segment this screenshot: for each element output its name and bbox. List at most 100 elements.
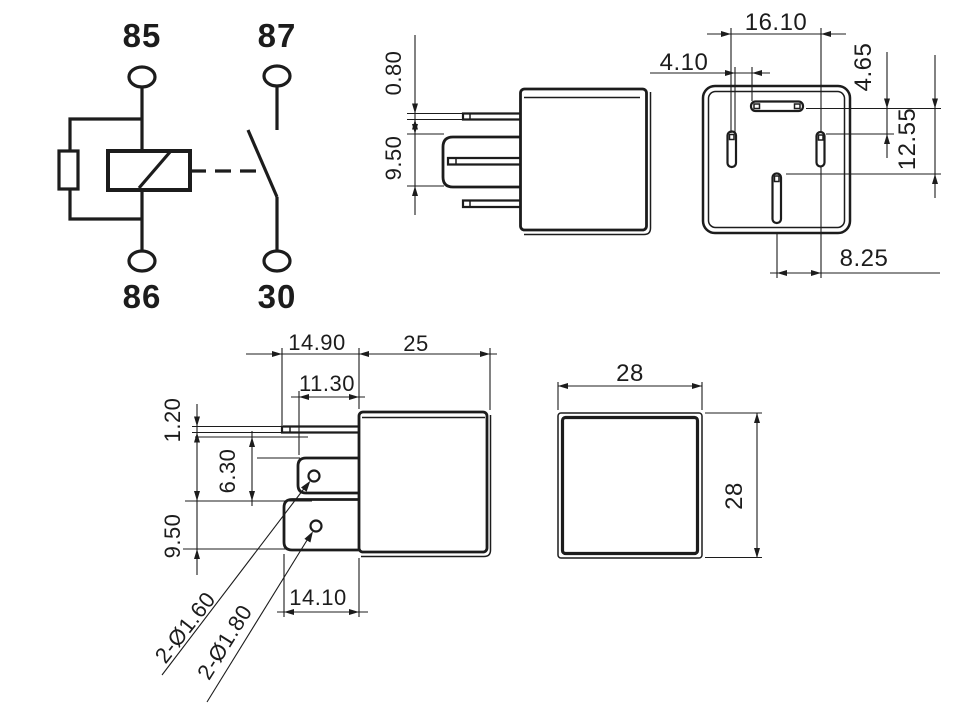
slot-bottom-tip (773, 175, 780, 183)
arrow (821, 31, 831, 37)
ext-lines-4-10 (734, 67, 753, 133)
dim-label-8-25: 8.25 (840, 245, 889, 272)
leader-arrow (304, 531, 313, 543)
slot-coil-top-tip-right (793, 103, 801, 110)
tab-hole-upper (307, 469, 321, 483)
arrow (194, 416, 200, 427)
ext-lines-4-65 (806, 107, 941, 135)
relay-front-view: 28 28 (557, 360, 762, 559)
detail-pin-top (280, 425, 359, 434)
arrow (558, 383, 568, 389)
arrow (412, 103, 418, 114)
terminal-86-circle (127, 249, 157, 273)
arrow (412, 124, 418, 134)
front-body-inner (560, 415, 700, 556)
arrow (884, 134, 890, 144)
detail-body-outline (357, 410, 489, 554)
dim-label-11-30: 11.30 (299, 371, 355, 396)
detail-tab-lower (282, 498, 359, 552)
side-pin-top (461, 112, 521, 121)
arrow (194, 491, 200, 501)
arrow (284, 609, 294, 615)
dim-label-25: 25 (403, 331, 428, 356)
leader-arrow (301, 480, 311, 492)
ext-lines-14-10 (283, 554, 360, 617)
leader-line-lower-hole (206, 536, 310, 703)
ext-lines-28-right (705, 412, 762, 559)
arrow (721, 31, 731, 37)
arrow (692, 383, 702, 389)
arrow (249, 491, 255, 501)
slot-right-tip (817, 134, 824, 141)
slot-left (726, 130, 738, 169)
slot-left-tip (728, 133, 735, 141)
arrow (272, 351, 282, 357)
dim-label-14-90: 14.90 (288, 330, 346, 355)
terminal-85-circle (127, 65, 157, 89)
arrow (249, 437, 255, 447)
dim-label-1-20: 1.20 (160, 398, 185, 443)
pin-label-87: 87 (258, 17, 297, 54)
arrow (725, 70, 735, 76)
side-bracket-outline (441, 135, 521, 189)
arrow (299, 394, 309, 400)
dim-label-16-10: 16.10 (745, 9, 808, 36)
resistor-symbol (57, 149, 80, 191)
relay-pin-detail-view: 14.90 25 11.30 1.20 9.50 6.30 14.10 2-Ø1… (150, 330, 497, 703)
terminal-30-circle (262, 249, 292, 273)
side-pin-bottom (461, 199, 521, 209)
ext-lines-28-top (557, 382, 703, 410)
slot-coil-top (749, 100, 805, 113)
arrow (349, 609, 359, 615)
arrow (194, 549, 200, 559)
dim-label-6-30: 6.30 (215, 449, 240, 494)
arrow (884, 98, 890, 109)
front-body-outer (557, 412, 703, 559)
bottom-body-inner (707, 90, 846, 229)
arrow (932, 174, 938, 184)
ext-lines-left (183, 425, 312, 550)
resistor-branch-wire (68, 117, 142, 221)
dim-label-28-width: 28 (616, 360, 644, 387)
detail-body-edge-seam (361, 415, 492, 558)
arrow (932, 98, 938, 109)
arrow (412, 186, 418, 196)
coil-box (106, 149, 192, 192)
ext-lines-16-10 (730, 28, 822, 278)
side-body-edge-seam (524, 92, 652, 236)
switch-blade (246, 129, 279, 198)
dim-label-9-50-detail: 9.50 (160, 514, 185, 559)
tab-hole-lower (309, 519, 323, 533)
detail-tab-upper (296, 456, 359, 495)
slot-coil-top-tip-left (753, 103, 761, 110)
arrow (752, 70, 762, 76)
side-extension-lines (407, 112, 463, 187)
dim-label-14-10: 14.10 (289, 585, 347, 610)
arrow (754, 548, 760, 558)
dim-label-4-65: 4.65 (850, 43, 877, 92)
side-body-outline (519, 87, 648, 232)
leader-line-upper-hole (161, 485, 307, 676)
relay-side-view: 0.80 9.50 (381, 35, 652, 236)
relay-bottom-view: 16.10 4.10 4.65 12.55 8.25 (650, 9, 941, 278)
dim-label-28-height: 28 (721, 482, 748, 510)
ext-lines-top (281, 348, 491, 425)
pin-label-30: 30 (258, 278, 297, 315)
arrow (811, 270, 821, 276)
slot-bottom (771, 172, 783, 225)
pin-label-85: 85 (123, 17, 162, 54)
arrow (194, 432, 200, 443)
arrow (777, 270, 787, 276)
dim-label-4-10: 4.10 (660, 49, 709, 76)
dim-label-12-55: 12.55 (894, 108, 921, 171)
arrow (349, 394, 359, 400)
dim-label-9-50-side: 9.50 (381, 136, 406, 181)
arrow (754, 413, 760, 423)
terminal-87-circle (262, 64, 292, 88)
arrow (359, 351, 369, 357)
arrow (480, 351, 490, 357)
pin-label-86: 86 (123, 278, 162, 315)
dim-label-0-80: 0.80 (381, 51, 406, 96)
coil-diagonal (137, 150, 172, 190)
